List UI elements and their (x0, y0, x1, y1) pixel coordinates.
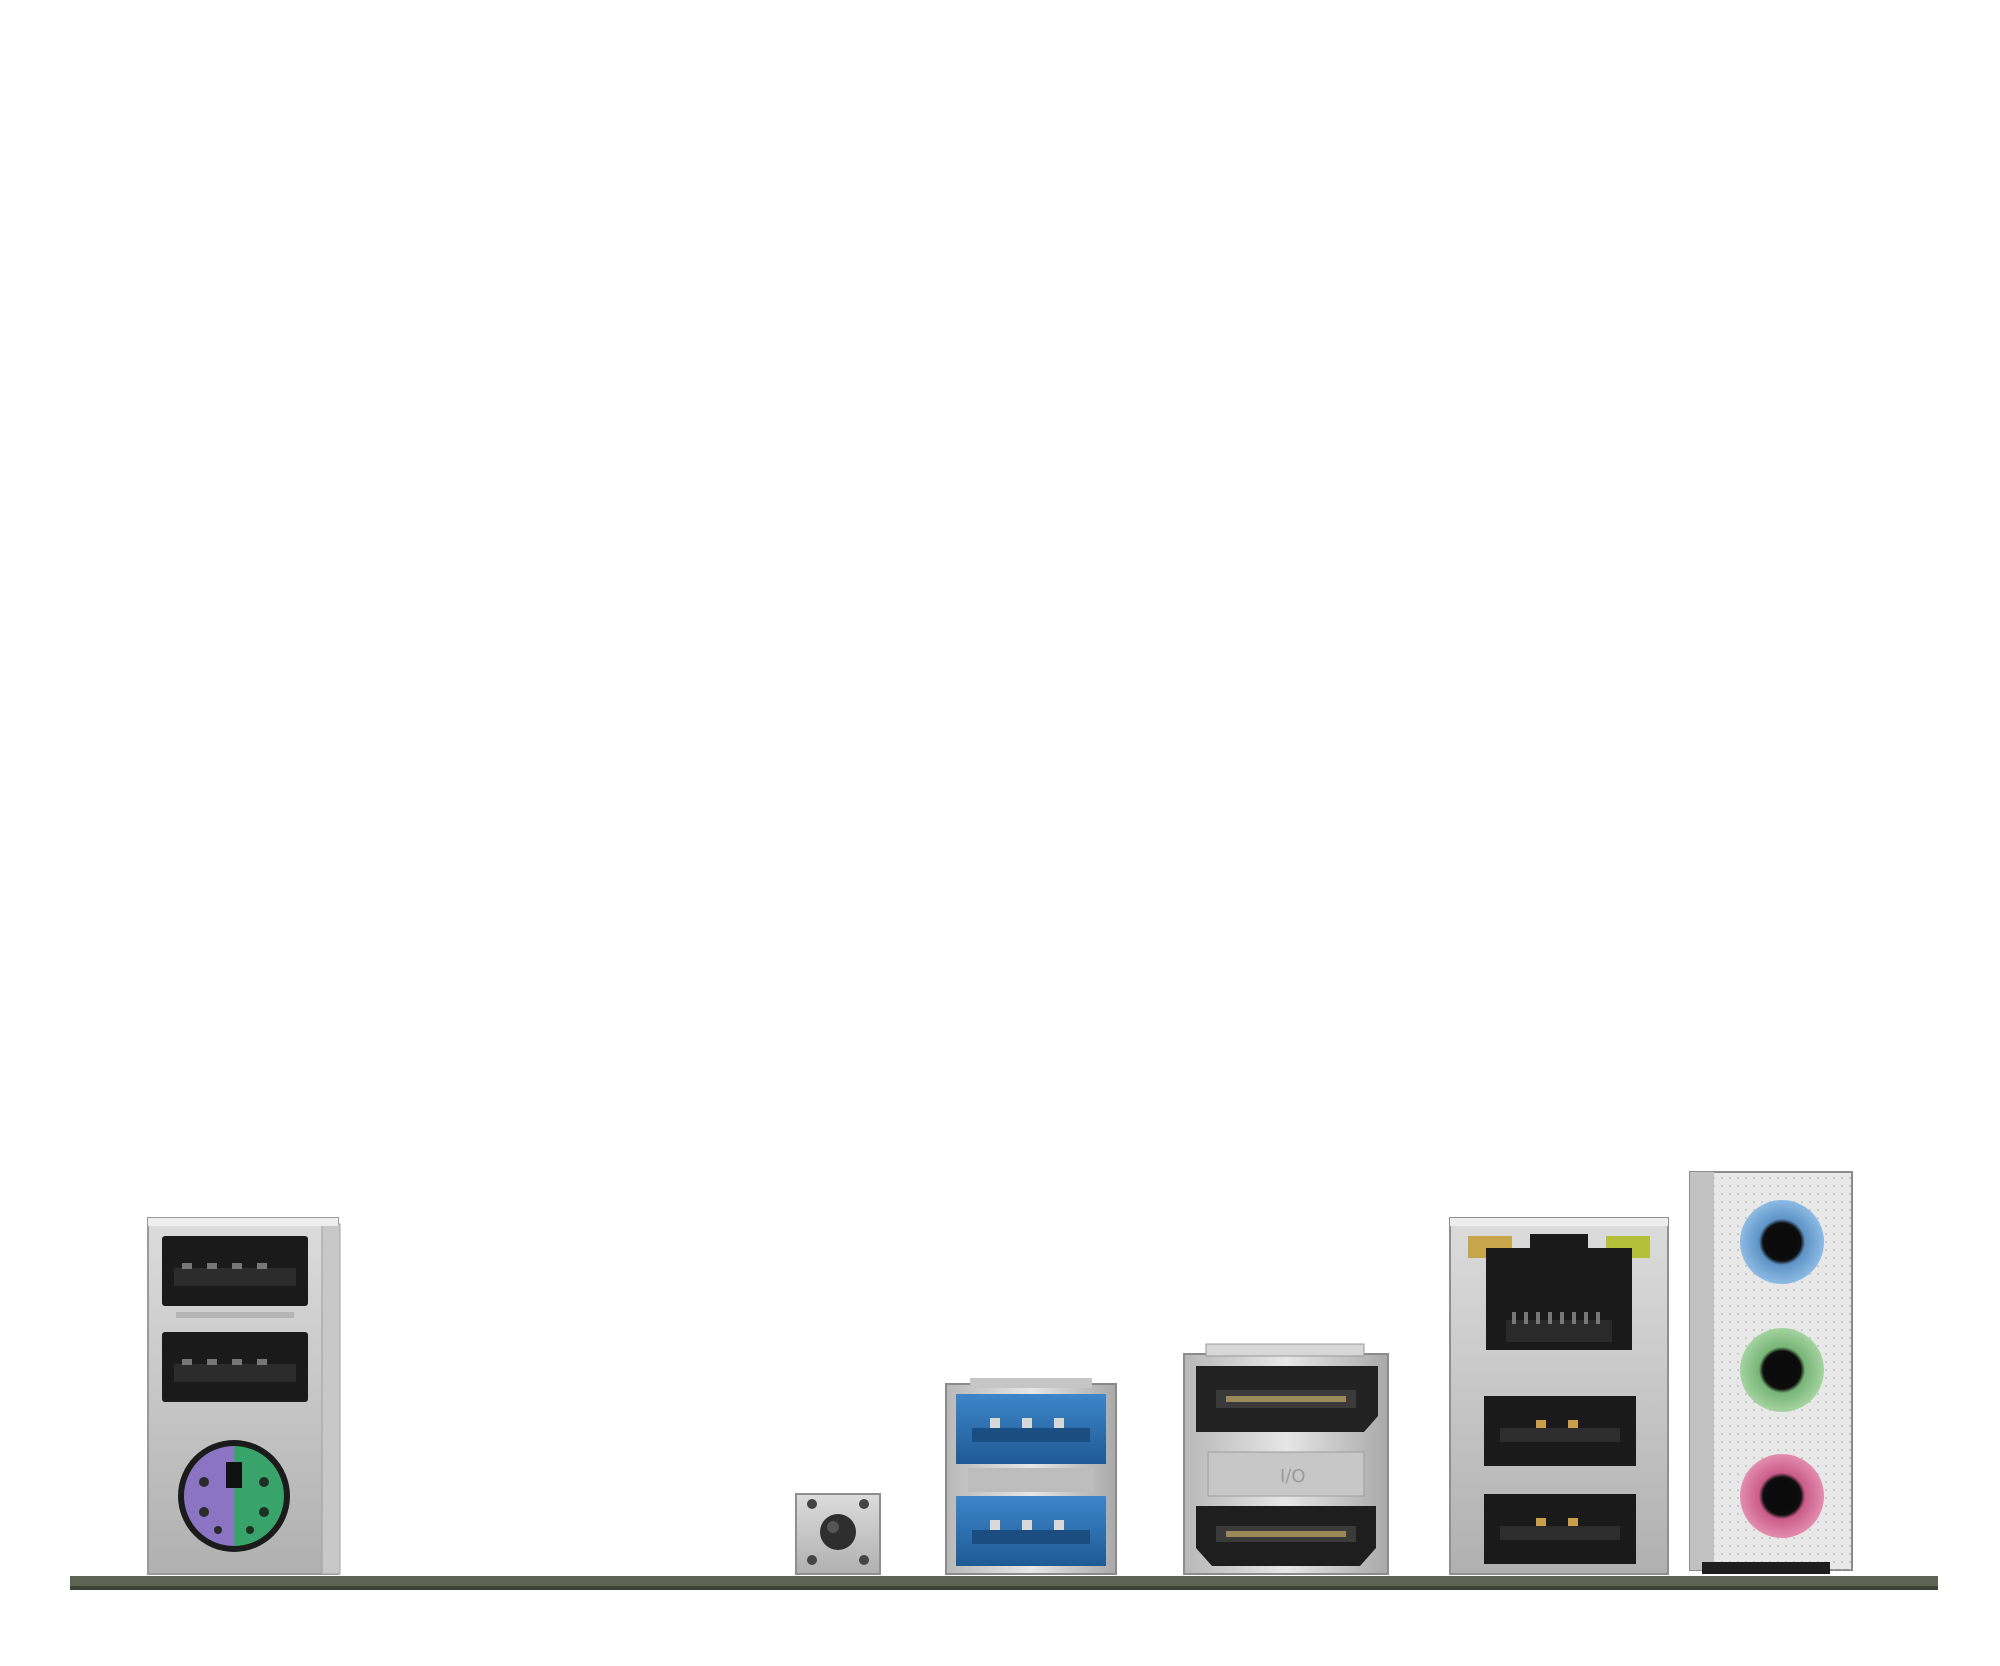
usb2-port-top[interactable] (162, 1236, 308, 1306)
audio-jack-stack (1689, 1171, 1853, 1574)
ps2-combo-port[interactable] (178, 1440, 290, 1552)
lan-usb-stack (1449, 1217, 1669, 1575)
usb2-port-lan-bottom[interactable] (1484, 1494, 1636, 1564)
displayport-hdmi-stack: I/O (1183, 1343, 1389, 1575)
usb3-port-bottom[interactable] (956, 1496, 1106, 1566)
usb2-port-bottom[interactable] (162, 1332, 308, 1402)
usb2-ps2-stack (147, 1217, 341, 1575)
line-in-jack[interactable] (1740, 1200, 1824, 1284)
usb3-port-top[interactable] (956, 1394, 1106, 1464)
mic-in-jack[interactable] (1740, 1454, 1824, 1538)
bios-flashback-button[interactable] (795, 1493, 881, 1575)
line-out-jack[interactable] (1740, 1328, 1824, 1412)
rj45-lan-port[interactable] (1486, 1234, 1632, 1350)
usb3-stack (945, 1378, 1117, 1575)
displayport-connector[interactable] (1196, 1366, 1378, 1432)
usb2-port-lan-top[interactable] (1484, 1396, 1636, 1466)
motherboard-edge (70, 1576, 1938, 1590)
hdmi-marking: I/O (1280, 1466, 1306, 1487)
hdmi-connector[interactable] (1196, 1506, 1376, 1566)
